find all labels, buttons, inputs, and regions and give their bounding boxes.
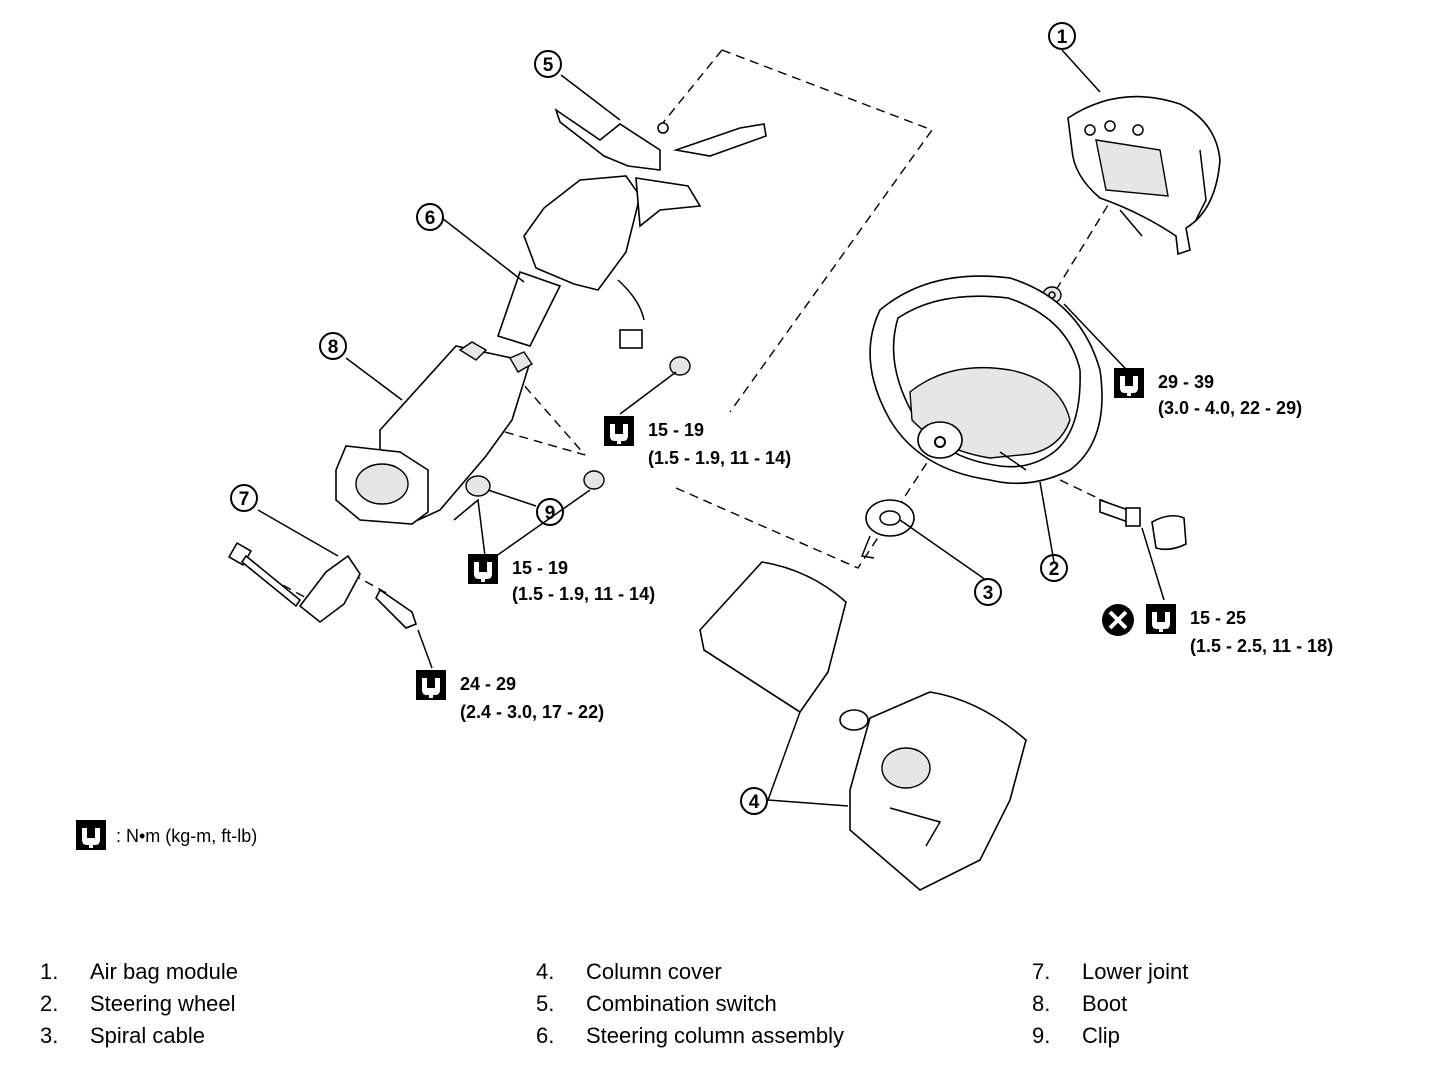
svg-text:Boot: Boot [1082, 991, 1127, 1016]
nut-mid-drawing [583, 356, 691, 490]
list-item: 2. Steering wheel [40, 991, 236, 1016]
svg-text:9: 9 [545, 503, 556, 524]
svg-text:4: 4 [749, 792, 760, 813]
svg-text:24 - 29: 24 - 29 [460, 674, 516, 694]
list-item: 6. Steering column assembly [536, 1023, 844, 1048]
svg-text:6.: 6. [536, 1023, 554, 1048]
callout-8: 8 [319, 332, 347, 360]
svg-text:(1.5 - 2.5, 11 - 18): (1.5 - 2.5, 11 - 18) [1190, 636, 1333, 656]
torque-wrench-icon [76, 820, 106, 850]
svg-text:3.: 3. [40, 1023, 58, 1048]
list-item: 4. Column cover [536, 959, 722, 984]
list-item: 7. Lower joint [1032, 959, 1188, 984]
callout-5: 5 [534, 50, 562, 78]
list-item: 5. Combination switch [536, 991, 777, 1016]
callout-6: 6 [416, 203, 444, 231]
air-bag-module-drawing [1067, 95, 1221, 256]
svg-text:4.: 4. [536, 959, 554, 984]
callout-2: 2 [1040, 554, 1068, 582]
callout-9: 9 [536, 498, 564, 526]
svg-text:(2.4 - 3.0, 17 - 22): (2.4 - 3.0, 17 - 22) [460, 702, 604, 722]
bolt-cap-drawing [1099, 498, 1187, 551]
svg-text:Clip: Clip [1082, 1023, 1120, 1048]
svg-text:29 - 39: 29 - 39 [1158, 372, 1214, 392]
svg-text:9.: 9. [1032, 1023, 1050, 1048]
svg-text:2.: 2. [40, 991, 58, 1016]
spiral-cable-drawing [860, 499, 915, 559]
list-item: 1. Air bag module [40, 959, 238, 984]
svg-text:: N•m (kg-m, ft-lb): : N•m (kg-m, ft-lb) [116, 826, 257, 846]
svg-text:Air bag module: Air bag module [90, 959, 238, 984]
svg-text:15 - 19: 15 - 19 [512, 558, 568, 578]
parts-list: 1. Air bag module 2. Steering wheel 3. S… [40, 959, 1188, 1048]
column-cover-upper-drawing [699, 561, 847, 714]
callout-7: 7 [230, 484, 258, 512]
svg-text:(3.0 - 4.0, 22 - 29): (3.0 - 4.0, 22 - 29) [1158, 398, 1302, 418]
svg-text:Spiral cable: Spiral cable [90, 1023, 205, 1048]
torque-spec-2: 15 - 19 (1.5 - 1.9, 11 - 14) [604, 416, 791, 468]
torque-spec-3: 15 - 19 (1.5 - 1.9, 11 - 14) [468, 554, 655, 604]
svg-text:Column cover: Column cover [586, 959, 722, 984]
svg-text:15 - 19: 15 - 19 [648, 420, 704, 440]
svg-text:15 - 25: 15 - 25 [1190, 608, 1246, 628]
units-legend: : N•m (kg-m, ft-lb) [76, 820, 257, 850]
clip-drawing [465, 475, 491, 497]
list-item: 9. Clip [1032, 1023, 1120, 1048]
svg-text:(1.5 - 1.9, 11 - 14): (1.5 - 1.9, 11 - 14) [512, 584, 655, 604]
svg-text:Steering wheel: Steering wheel [90, 991, 236, 1016]
column-cover-lower-drawing [839, 691, 1027, 891]
torque-wrench-icon [468, 554, 498, 584]
lower-joint-drawing [227, 541, 417, 629]
flange-plate-drawing [335, 445, 429, 525]
svg-text:1: 1 [1057, 27, 1068, 48]
torque-spec-1: 29 - 39 (3.0 - 4.0, 22 - 29) [1114, 368, 1302, 418]
svg-text:6: 6 [425, 208, 436, 229]
steering-column-drawing [496, 175, 702, 349]
svg-text:8.: 8. [1032, 991, 1050, 1016]
svg-text:Steering column assembly: Steering column assembly [586, 1023, 844, 1048]
do-not-reuse-icon [1102, 604, 1134, 636]
callout-3: 3 [974, 578, 1002, 606]
combination-switch-drawing [554, 108, 767, 171]
torque-wrench-icon [1114, 368, 1144, 398]
steering-wheel-drawing [869, 275, 1103, 485]
callout-1: 1 [1048, 22, 1076, 50]
svg-text:5: 5 [543, 55, 554, 76]
torque-wrench-icon [604, 416, 634, 446]
list-item: 3. Spiral cable [40, 1023, 205, 1048]
svg-text:(1.5 - 1.9, 11 - 14): (1.5 - 1.9, 11 - 14) [648, 448, 791, 468]
callout-4: 4 [740, 787, 768, 815]
svg-text:3: 3 [983, 583, 994, 604]
svg-text:8: 8 [328, 337, 339, 358]
svg-text:1.: 1. [40, 959, 58, 984]
svg-text:5.: 5. [536, 991, 554, 1016]
torque-wrench-icon [1146, 604, 1176, 634]
svg-text:Lower joint: Lower joint [1082, 959, 1188, 984]
torque-wrench-icon [416, 670, 446, 700]
torque-spec-5: 24 - 29 (2.4 - 3.0, 17 - 22) [416, 670, 604, 722]
svg-text:7: 7 [239, 489, 250, 510]
svg-text:Combination switch: Combination switch [586, 991, 777, 1016]
svg-text:7.: 7. [1032, 959, 1050, 984]
svg-text:2: 2 [1049, 559, 1060, 580]
leader-lines [257, 49, 1165, 807]
list-item: 8. Boot [1032, 991, 1127, 1016]
torque-spec-4: 15 - 25 (1.5 - 2.5, 11 - 18) [1102, 604, 1333, 656]
